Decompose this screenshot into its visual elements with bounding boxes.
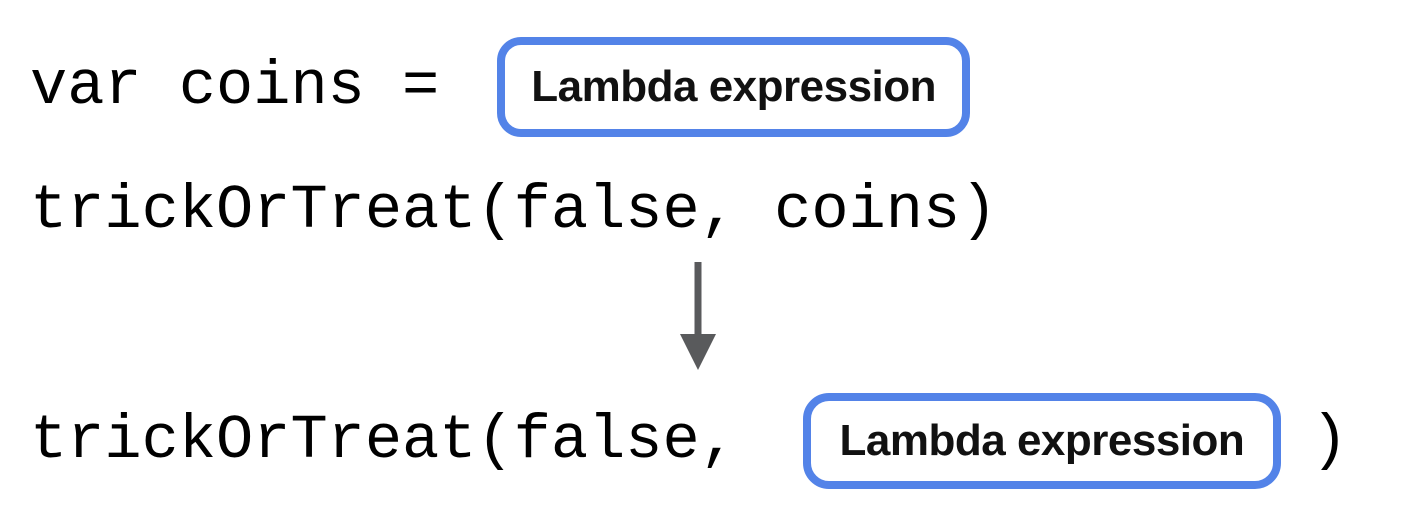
trick-or-treat-call-prefix-code: trickOrTreat(false,	[30, 405, 737, 476]
code-line-call-with-variable: trickOrTreat(false, coins)	[30, 179, 997, 243]
lambda-expression-label-2: Lambda expression	[839, 416, 1245, 465]
code-line-call-with-lambda: trickOrTreat(false, Lambda expression )	[30, 393, 1348, 489]
lambda-expression-label-1: Lambda expression	[531, 62, 937, 111]
down-arrow-icon	[679, 262, 717, 370]
lambda-expression-box-1: Lambda expression	[497, 37, 971, 137]
code-line-declaration: var coins = Lambda expression	[30, 37, 971, 137]
lambda-expression-box-2: Lambda expression	[802, 393, 1281, 489]
trick-or-treat-call-code: trickOrTreat(false, coins)	[30, 175, 998, 246]
closing-paren-code: )	[1310, 405, 1349, 476]
var-coins-code: var coins =	[30, 51, 440, 122]
